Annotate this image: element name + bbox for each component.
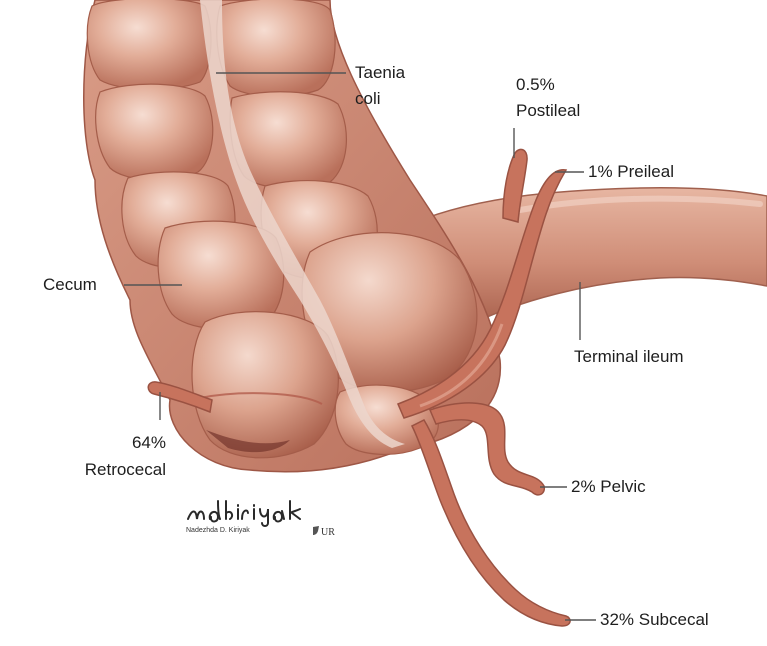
postileal-label-line2: Postileal bbox=[516, 101, 581, 120]
artist-signature: Nadezhda D. Kiriyak UR bbox=[184, 497, 384, 541]
subcecal-label: 32% Subcecal bbox=[600, 610, 709, 629]
taenia-coli-label-line2: coli bbox=[355, 89, 381, 108]
taenia-coli bbox=[200, 0, 405, 448]
preileal-label: 1% Preileal bbox=[588, 162, 674, 181]
retrocecal-label-line2: Retrocecal bbox=[84, 460, 166, 479]
retrocecal-label-line1: 64% bbox=[131, 433, 166, 452]
university-seal-icon: UR bbox=[313, 526, 335, 537]
retrocecal-appendix bbox=[147, 381, 213, 414]
pelvic-label: 2% Pelvic bbox=[571, 477, 646, 496]
subcecal-appendix bbox=[410, 419, 571, 627]
preileal-appendix bbox=[397, 169, 568, 419]
postileal-label-line1: 0.5% bbox=[516, 75, 555, 94]
leader-lines bbox=[124, 72, 596, 621]
svg-text:UR: UR bbox=[321, 527, 335, 537]
pelvic-appendix bbox=[428, 402, 546, 496]
signature-name: Nadezhda D. Kiriyak bbox=[186, 527, 250, 534]
terminal-ileum-label: Terminal ileum bbox=[574, 347, 684, 366]
cecum-label: Cecum bbox=[43, 275, 97, 294]
postileal-appendix bbox=[502, 148, 528, 223]
signature-script bbox=[187, 500, 301, 527]
taenia-coli-label-line1: Taenia bbox=[355, 63, 406, 82]
